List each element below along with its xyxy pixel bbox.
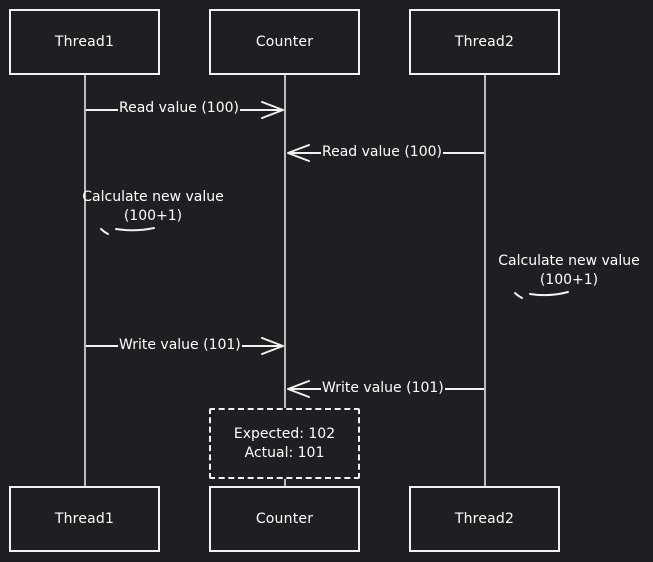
t1-write-label: Write value (101) bbox=[118, 337, 242, 353]
t2-read-label: Read value (100) bbox=[321, 144, 443, 160]
thread2-header-box: Thread2 bbox=[409, 9, 560, 75]
counter-header-label: Counter bbox=[255, 34, 314, 50]
t1-calculate-line2: (100+1) bbox=[123, 208, 183, 224]
t2-calculate-line2: (100+1) bbox=[539, 272, 599, 288]
thread2-footer-box: Thread2 bbox=[409, 486, 560, 552]
actual-value-label: Actual: 101 bbox=[244, 444, 325, 461]
race-result-box: Expected: 102 Actual: 101 bbox=[209, 408, 360, 479]
counter-footer-box: Counter bbox=[209, 486, 360, 552]
thread1-footer-box: Thread1 bbox=[9, 486, 160, 552]
expected-value-label: Expected: 102 bbox=[233, 425, 336, 442]
t1-calculate-note: Calculate new value (100+1) bbox=[72, 188, 234, 226]
t2-calculate-line1: Calculate new value bbox=[498, 253, 640, 269]
counter-header-box: Counter bbox=[209, 9, 360, 75]
t1-note-squiggle bbox=[100, 227, 155, 235]
counter-footer-label: Counter bbox=[255, 511, 314, 527]
t1-read-label: Read value (100) bbox=[118, 100, 240, 116]
t2-write-label: Write value (101) bbox=[321, 380, 445, 396]
t2-calculate-note: Calculate new value (100+1) bbox=[488, 252, 650, 290]
thread1-header-box: Thread1 bbox=[9, 9, 160, 75]
thread2-footer-label: Thread2 bbox=[454, 511, 515, 527]
thread1-footer-label: Thread1 bbox=[54, 511, 115, 527]
thread1-header-label: Thread1 bbox=[54, 34, 115, 50]
t2-note-squiggle bbox=[514, 291, 569, 299]
thread2-header-label: Thread2 bbox=[454, 34, 515, 50]
t1-calculate-line1: Calculate new value bbox=[82, 189, 224, 205]
